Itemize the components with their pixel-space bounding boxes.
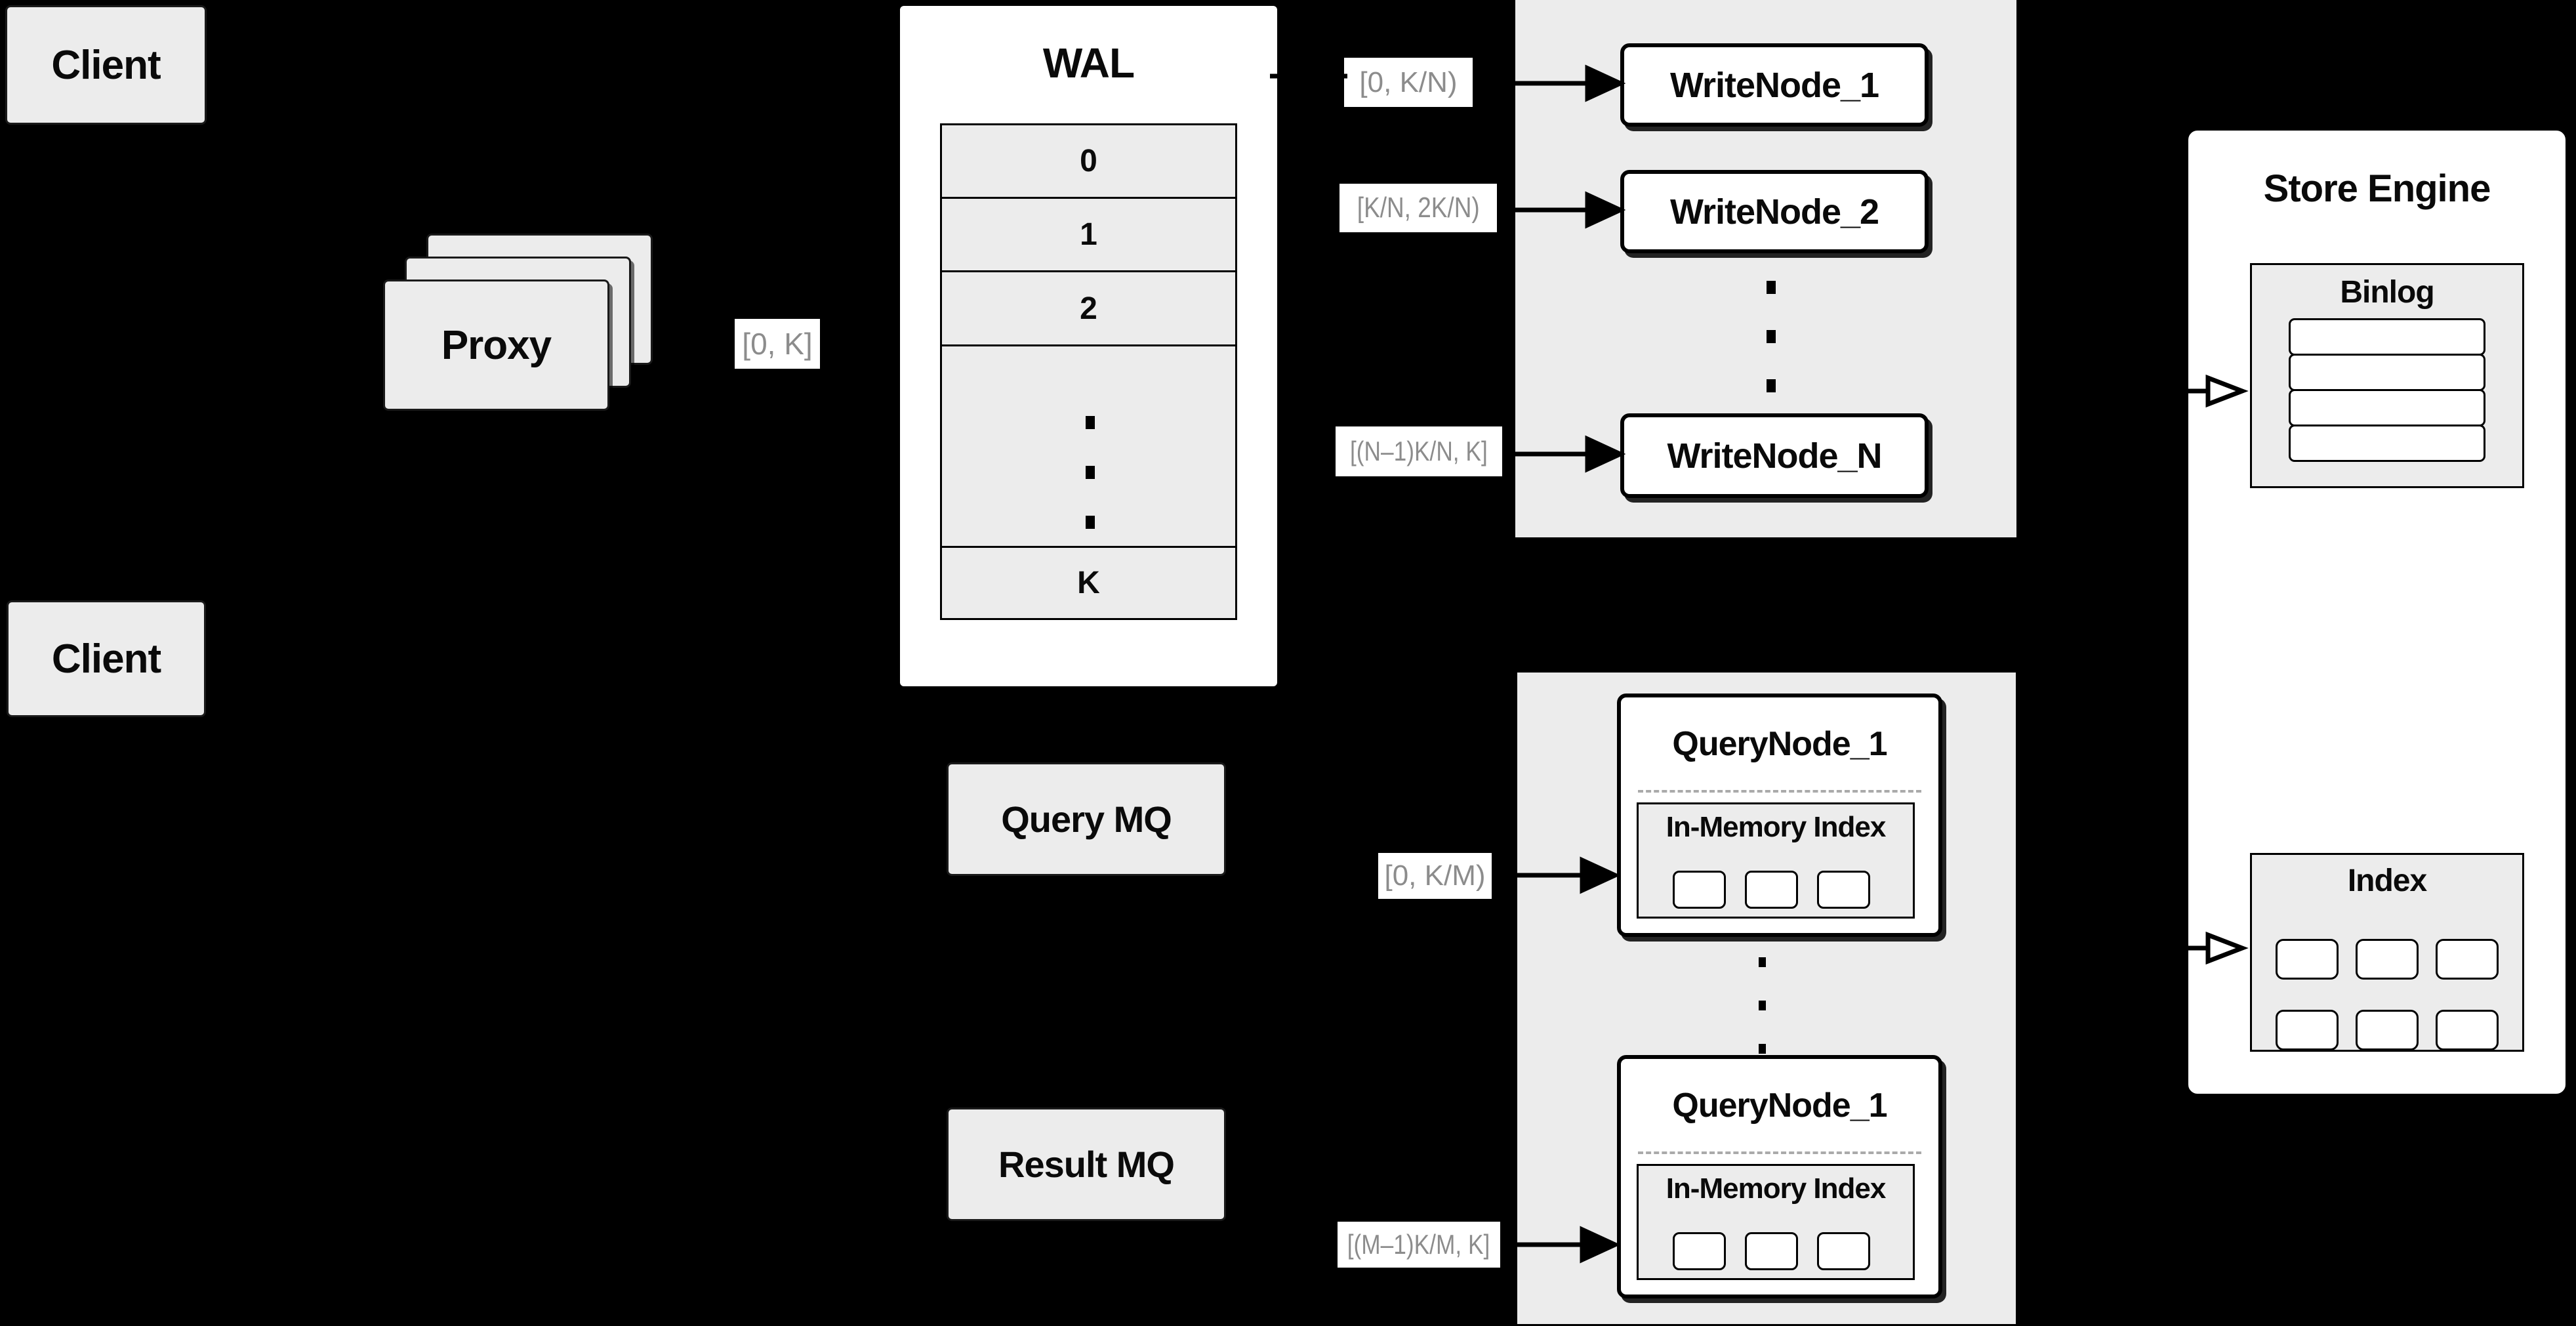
proxy-stack: Proxy <box>383 234 653 412</box>
binlog-row <box>2289 425 2485 462</box>
client-top-label: Client <box>51 42 161 88</box>
write-node-n-label: WriteNode_N <box>1667 436 1882 476</box>
write-node-1-label: WriteNode_1 <box>1669 65 1879 105</box>
binlog-rows <box>2252 318 2522 462</box>
range-label-proxy-out: [0, K] <box>735 319 820 369</box>
proxy-box-front: Proxy <box>383 280 609 411</box>
in-memory-index-bottom-box: In-Memory Index <box>1637 1164 1915 1280</box>
index-chip <box>1745 871 1798 909</box>
index-chip <box>1817 871 1870 909</box>
query-node-top-title: QueryNode_1 <box>1638 697 1921 793</box>
index-chip <box>2356 1010 2419 1050</box>
query-node-bottom-box: QueryNode_1 In-Memory Index <box>1617 1055 1942 1298</box>
binlog-row <box>2289 389 2485 426</box>
store-engine-title: Store Engine <box>2263 167 2491 210</box>
index-title: Index <box>2347 863 2427 898</box>
query-node-bottom-title: QueryNode_1 <box>1638 1059 1921 1154</box>
range-label-write-2: [K/N, 2K/N) <box>1339 184 1497 232</box>
query-mq-label: Query MQ <box>1001 798 1172 840</box>
ellipsis-dot <box>1759 1044 1766 1054</box>
index-chip <box>2436 1010 2499 1050</box>
write-node-group: WriteNode_1 WriteNode_2 WriteNode_N <box>1513 0 2018 539</box>
binlog-row <box>2289 318 2485 356</box>
write-node-2-box: WriteNode_2 <box>1620 170 1929 253</box>
range-label-query-1: [0, K/M) <box>1378 853 1492 899</box>
range-label-query-m-text: [(M–1)K/M, K] <box>1347 1229 1490 1260</box>
index-chip <box>2356 939 2419 980</box>
ellipsis-dot <box>1086 466 1095 479</box>
in-memory-index-top-title: In-Memory Index <box>1666 811 1887 843</box>
query-node-top-box: QueryNode_1 In-Memory Index <box>1617 694 1942 937</box>
write-node-1-box: WriteNode_1 <box>1620 43 1929 127</box>
index-chip <box>1817 1232 1870 1270</box>
index-chip <box>1745 1232 1798 1270</box>
index-chip <box>1673 871 1726 909</box>
wal-segment-table: 0 1 2 K <box>940 123 1237 620</box>
index-chip <box>2436 939 2499 980</box>
proxy-label: Proxy <box>441 322 552 368</box>
write-node-2-label: WriteNode_2 <box>1669 192 1879 232</box>
range-label-query-m: [(M–1)K/M, K] <box>1338 1222 1500 1268</box>
wal-segment-label: 2 <box>1080 291 1097 326</box>
client-box-top: Client <box>5 5 207 125</box>
range-label-write-n-text: [(N–1)K/N, K] <box>1350 436 1488 466</box>
in-memory-index-top-box: In-Memory Index <box>1637 802 1915 919</box>
query-mq-box: Query MQ <box>947 762 1226 876</box>
index-box: Index <box>2250 853 2524 1052</box>
binlog-title: Binlog <box>2340 275 2434 310</box>
wal-segment-row: 2 <box>940 270 1237 346</box>
binlog-row <box>2289 354 2485 391</box>
ellipsis-dot <box>1767 281 1776 294</box>
wal-segment-label: 0 <box>1080 144 1097 178</box>
ellipsis-dot <box>1086 416 1095 429</box>
in-memory-index-bottom-title: In-Memory Index <box>1666 1172 1887 1205</box>
store-engine-box: Store Engine Binlog Index <box>2186 128 2568 1096</box>
wal-segment-row: 1 <box>940 197 1237 272</box>
range-label-write-n: [(N–1)K/N, K] <box>1336 426 1502 476</box>
wal-box: WAL 0 1 2 K <box>897 3 1280 689</box>
query-node-group: QueryNode_1 In-Memory Index QueryNode_1 … <box>1515 671 2018 1326</box>
client-bottom-label: Client <box>51 636 161 682</box>
ellipsis-dot <box>1767 330 1776 343</box>
ellipsis-dot <box>1759 957 1766 967</box>
wal-segment-row: K <box>940 546 1237 620</box>
wal-segment-label: 1 <box>1080 217 1097 252</box>
result-mq-label: Result MQ <box>998 1144 1175 1185</box>
write-node-n-box: WriteNode_N <box>1620 413 1929 498</box>
index-chip <box>2276 1010 2339 1050</box>
wal-segment-label: K <box>1077 566 1100 600</box>
ellipsis-dot <box>1767 379 1776 392</box>
ellipsis-dot <box>1086 516 1095 529</box>
wal-ellipsis-row <box>940 344 1237 548</box>
range-label-write-1: [0, K/N) <box>1344 58 1473 107</box>
index-chip <box>2276 939 2339 980</box>
wal-title: WAL <box>1042 39 1135 87</box>
range-label-write-2-text: [K/N, 2K/N) <box>1357 192 1480 224</box>
client-box-bottom: Client <box>7 600 206 717</box>
wal-segment-row: 0 <box>940 123 1237 199</box>
result-mq-box: Result MQ <box>947 1108 1226 1221</box>
index-chip <box>1673 1232 1726 1270</box>
binlog-box: Binlog <box>2250 263 2524 488</box>
ellipsis-dot <box>1759 1001 1766 1010</box>
